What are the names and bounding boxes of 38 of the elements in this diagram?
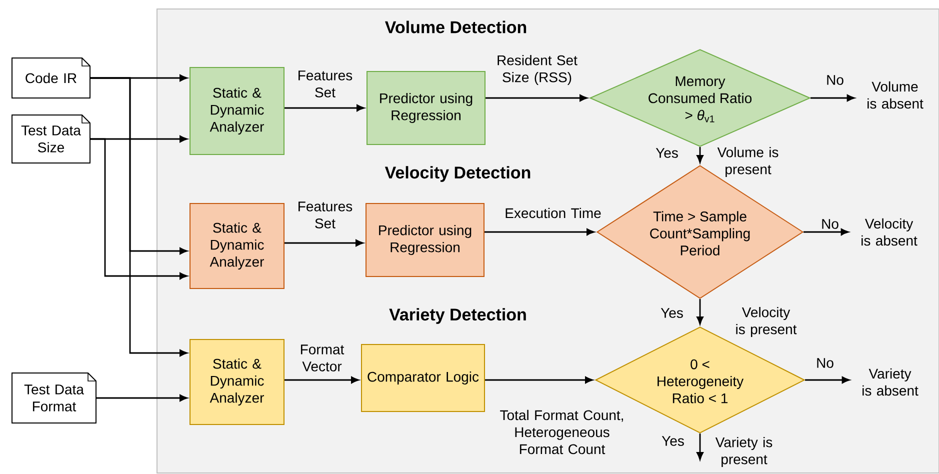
edge-label: No: [827, 75, 844, 85]
edge-label: Resident Set Size (RSS): [498, 54, 578, 86]
arrow: [96, 394, 188, 402]
arrow: [486, 94, 588, 102]
arrow: [696, 299, 704, 324]
arrow: [804, 228, 849, 236]
section-title: Volume Detection: [384, 20, 526, 34]
arrow: [810, 94, 855, 102]
arrow: [484, 228, 594, 236]
process-box: Static & Dynamic Analyzer: [190, 203, 284, 289]
arrow: [284, 376, 359, 384]
arrow: [696, 147, 704, 163]
arrow: [485, 376, 593, 384]
process-box: Predictor using Regression: [366, 71, 486, 145]
edge-label: Yes: [660, 308, 683, 318]
arrow: [90, 77, 188, 356]
edge-label: No: [822, 219, 838, 229]
result-text: Volume is absent: [868, 81, 924, 109]
process-box: Comparator Logic: [361, 344, 485, 412]
arrow: [805, 376, 850, 384]
arrow: [696, 434, 704, 460]
arrow: [284, 240, 364, 246]
arrow: [90, 138, 188, 280]
result-text: Variety is absent: [862, 368, 918, 396]
section-title: Variety Detection: [389, 308, 526, 324]
edge-label: Yes: [656, 148, 678, 158]
process-box: Static & Dynamic Analyzer: [190, 339, 284, 425]
result-text: Velocity is absent: [862, 218, 918, 246]
edge-label: Features Set: [298, 70, 352, 98]
edge-label: Yes: [662, 436, 684, 446]
section-title: Velocity Detection: [384, 166, 530, 182]
result-text: Variety is present: [715, 436, 772, 468]
edge-label: No: [817, 358, 834, 368]
edge-label: Features Set: [298, 202, 352, 228]
arrow: [284, 104, 364, 112]
process-box: Predictor using Regression: [366, 203, 484, 277]
edge-label: Format Vector: [300, 344, 344, 372]
process-box: Static & Dynamic Analyzer: [190, 67, 284, 155]
